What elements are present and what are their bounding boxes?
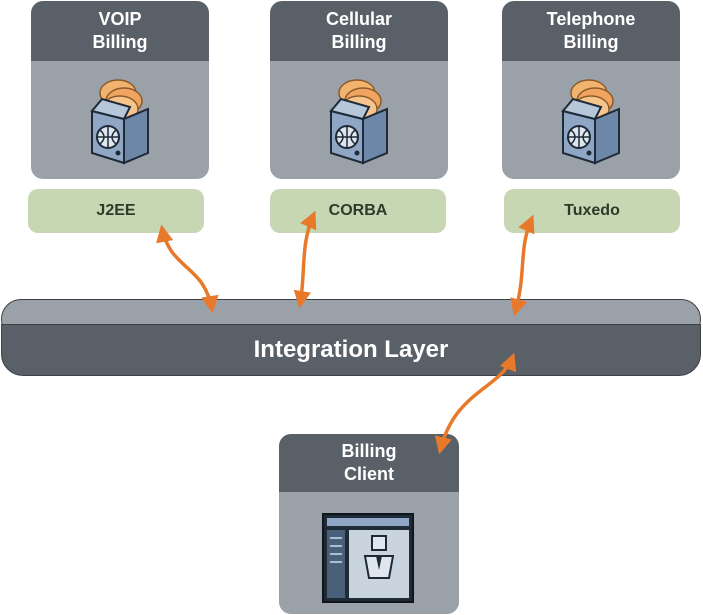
client-title-line2: Client [343,464,394,484]
arrow-tuxedo-to-layer [510,214,535,317]
system-title-line1: Telephone [546,9,636,29]
software-box-icon [90,79,149,165]
arrow-j2ee-to-layer [156,224,219,314]
cellular-billing-system: Cellular Billing [270,1,448,179]
system-title-line1: Cellular [325,9,393,29]
client-title-line1: Billing [341,441,397,461]
arrow-corba-to-layer [293,210,317,309]
software-box-icon [561,79,620,165]
voip-billing-system: VOIP Billing [31,1,209,179]
system-header: Cellular Billing [270,1,448,61]
client-header: Billing Client [279,434,459,492]
system-title-line2: Billing [331,32,387,52]
system-title-line1: VOIP [98,9,142,29]
billing-client: Billing Client [279,434,459,614]
client-body [279,492,459,614]
integration-layer: Integration Layer [1,324,701,376]
system-body [270,61,448,179]
software-box-icon [329,79,388,165]
arrow-layer-to-client [434,352,517,455]
system-body [502,61,680,179]
system-header: VOIP Billing [31,1,209,61]
system-header: Telephone Billing [502,1,680,61]
protocol-label-tuxedo: Tuxedo [504,189,680,233]
desktop-window-user-icon [322,513,414,603]
integration-layer-label: Integration Layer [253,336,449,363]
system-title-line2: Billing [92,32,148,52]
system-body [31,61,209,179]
system-title-line2: Billing [563,32,619,52]
telephone-billing-system: Telephone Billing [502,1,680,179]
